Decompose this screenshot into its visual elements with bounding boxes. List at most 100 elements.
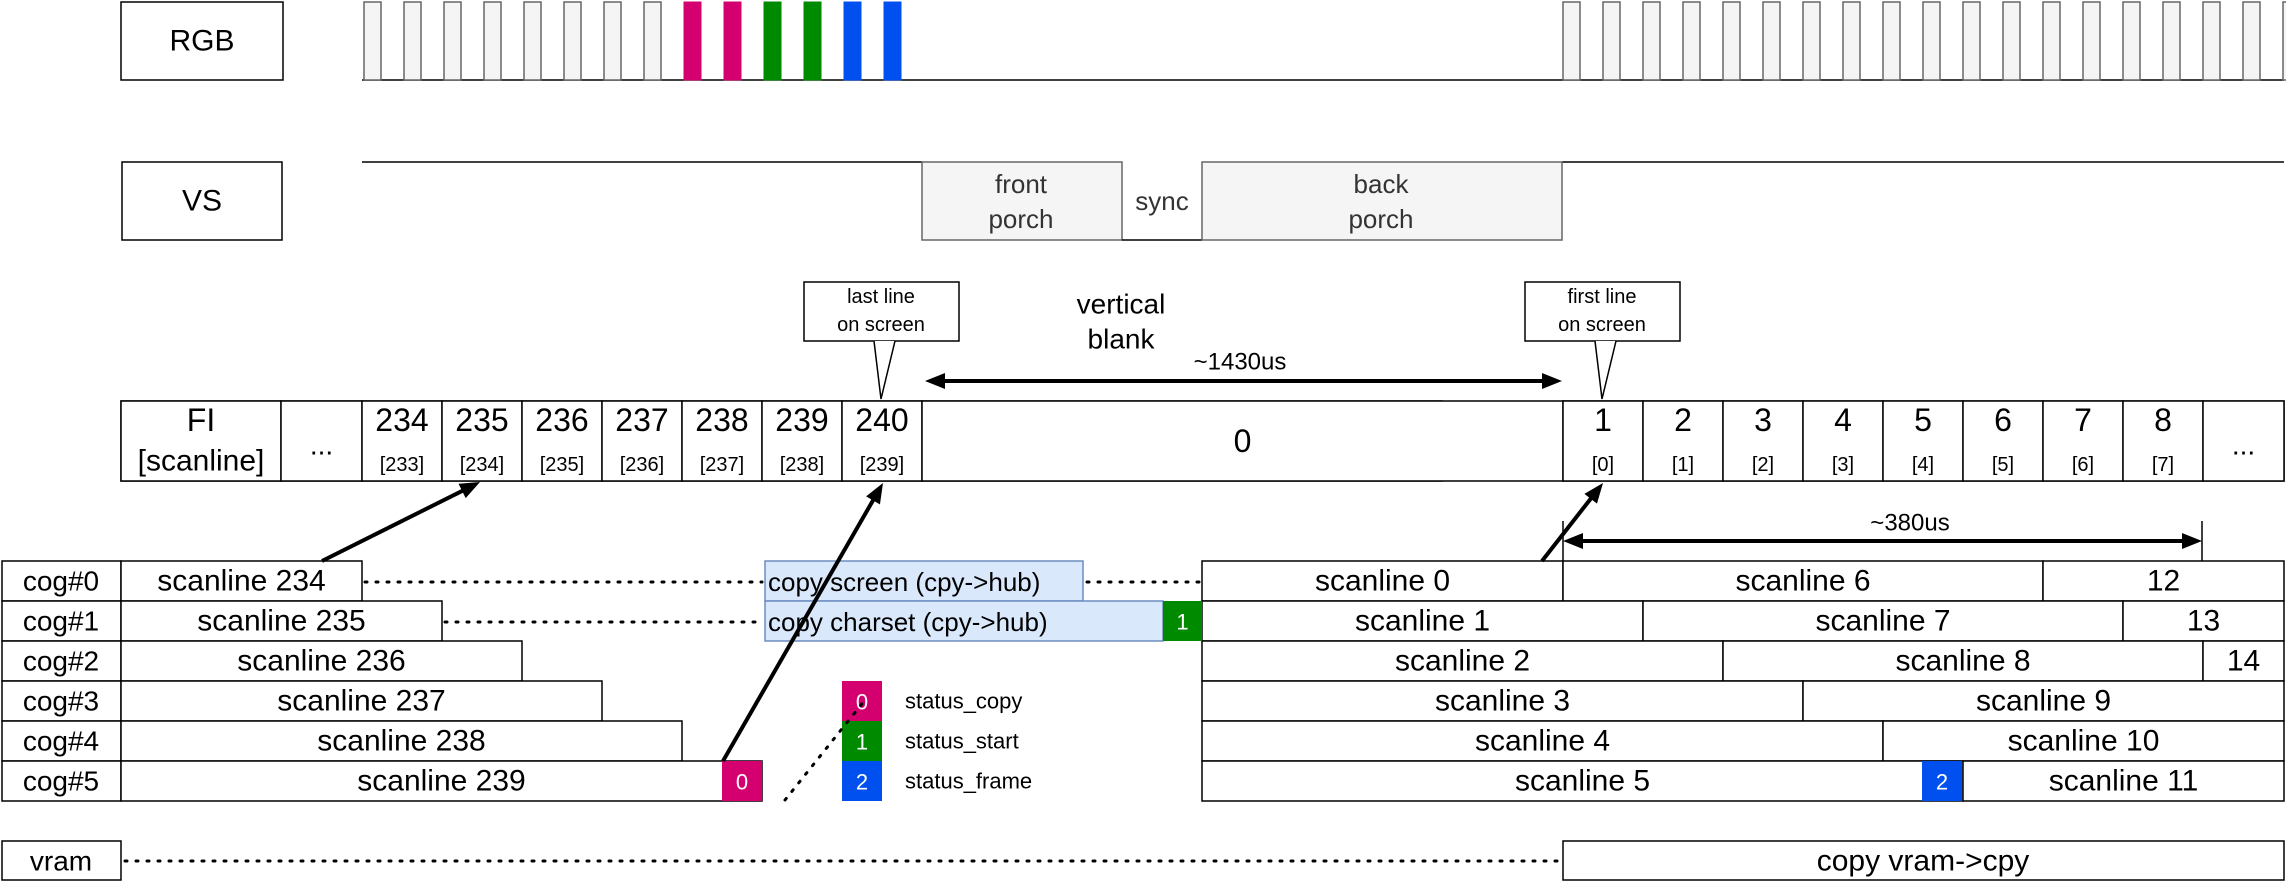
rgb-pulse [1562,1,1581,81]
rgb-pulse [483,1,502,81]
cog-scanline-label: scanline 11 [2049,765,2199,798]
legend-badge-label: 2 [856,770,868,795]
fl-cell-value: 238 [695,402,748,438]
cog-scanline-label: 14 [2227,645,2260,678]
fl-cell-value: 0 [1234,423,1252,459]
legend-label: status_frame [905,769,1032,794]
last-line-pointer [873,340,896,400]
rgb-pulse [2002,1,2021,81]
rgb-pulse [1882,1,1901,81]
front-porch-box [921,161,1123,241]
legend-label: status_copy [905,689,1022,714]
fl-cell-value: 7 [2074,402,2092,438]
rgb-pulse [603,1,622,81]
vertical-blank-label: blank [1088,324,1156,355]
rgb-pulse [443,1,462,81]
cog-scanline-label: scanline 3 [1435,685,1570,718]
cog-scanline-block [120,720,683,762]
fl-cell-index: [237] [700,454,744,476]
fl-cell-value: 8 [2154,402,2172,438]
first-line-pointer [1594,340,1617,400]
cog-scanline-label: scanline 238 [317,725,485,758]
rgb-pulse [1722,1,1741,81]
rgb-pulse [363,1,382,81]
copy-screen-label: copy screen (cpy->hub) [768,567,1040,597]
cog-scanline-label: scanline 5 [1515,765,1650,798]
cog-scanline-label: scanline 9 [1976,685,2111,718]
cog-name-cell [1,720,122,762]
cog-scanline-label: scanline 0 [1315,565,1450,598]
cog-scanline-block [1201,640,1724,682]
duration-1430-label: ~1430us [1194,349,1287,376]
arrow-scanline-0-head [1584,483,1603,504]
rgb-pulse [563,1,582,81]
cog-scanline-label: scanline 10 [2008,725,2160,758]
cog-scanline-label: scanline 235 [197,605,365,638]
fl-cell-index: [5] [1992,454,2014,476]
cog-scanline-label: 13 [2187,605,2220,638]
fl-cell [1642,400,1724,482]
legend-badge [842,721,882,761]
cog-scanline-label: scanline 2 [1395,645,1530,678]
copy-vram-label: copy vram->cpy [1817,845,2030,878]
back-porch-box [1201,161,1563,241]
fl-cell [1802,400,1884,482]
fl-cell-value: 237 [615,402,668,438]
rgb-pulse [803,1,822,81]
fl-cell-value: 240 [855,402,908,438]
fl-cell [1562,400,1644,482]
fl-cell-value: 236 [535,402,588,438]
rgb-pulse [1682,1,1701,81]
cog-scanline-block [2122,600,2285,642]
fl-cell [681,400,763,482]
last-line-label: on screen [837,314,925,336]
cog-name-cell [1,680,122,722]
duration-380-label: ~380us [1870,510,1949,537]
cog-scanline-label: scanline 236 [237,645,405,678]
rgb-pulse [2042,1,2061,81]
status-start-marker-label: 1 [1176,610,1188,635]
legend-badge [842,761,882,801]
cog-scanline-block [1802,680,2285,722]
fl-cell [921,400,1564,482]
fl-cell-index: [7] [2152,454,2174,476]
arrow-scanline-234-line [321,487,467,563]
duration-380-arrow-head-left [1563,533,1583,549]
sync-label: sync [1135,186,1188,216]
fl-cell-value: 5 [1914,402,1932,438]
vs-label-box [121,161,283,241]
cog-scanline-block [1201,680,1804,722]
rgb-pulse [683,1,702,81]
fl-cell-value: ... [310,430,333,461]
fl-header-title: FI [187,402,215,438]
cog-name: cog#2 [23,646,99,677]
cog-scanline-block [1201,600,1644,642]
fl-cell-value: 234 [375,402,428,438]
rgb-pulse [1922,1,1941,81]
rgb-pulse [523,1,542,81]
fl-cell [441,400,523,482]
fl-cell-value: 2 [1674,402,1692,438]
fl-cell-index: [0] [1592,454,1614,476]
cog-scanline-label: scanline 8 [1895,645,2030,678]
fl-cell-value: 235 [455,402,508,438]
cog-scanline-block [120,760,763,802]
duration-380-arrow-head-right [2182,533,2202,549]
first-line-label: on screen [1558,314,1646,336]
fl-cell [2042,400,2124,482]
rgb-pulse [2242,1,2261,81]
fl-cell [601,400,683,482]
fl-header-sub: [scanline] [138,445,265,478]
status-start-marker [1163,601,1202,641]
last-line-label: last line [847,286,915,308]
cog-name: cog#3 [23,686,99,717]
fl-cell [761,400,843,482]
status-frame-marker-label: 2 [1936,770,1948,795]
fl-cell-index: [1] [1672,454,1694,476]
fl-cell-value: ... [2232,430,2255,461]
arrow-scanline-234-head [458,482,480,499]
cog-scanline-block [1201,720,1884,762]
fl-cell-index: [233] [380,454,424,476]
back-porch-label: porch [1348,204,1413,234]
status-copy-marker-label: 0 [736,770,748,795]
